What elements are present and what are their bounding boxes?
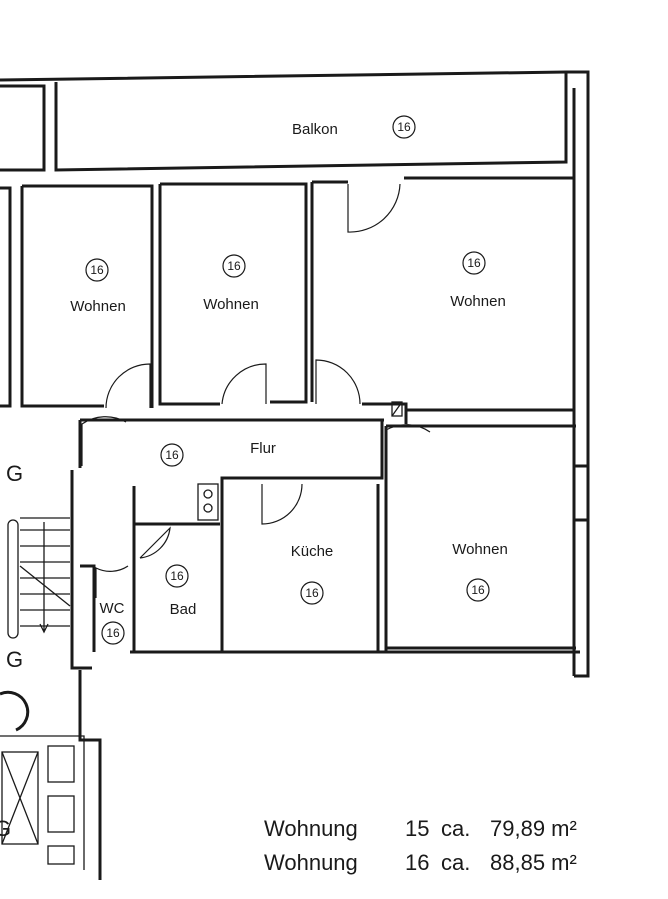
stair-label: G — [6, 461, 23, 486]
room-label: Wohnen — [452, 541, 508, 558]
stair-label: G — [0, 816, 11, 841]
room-wohnen-3: 16 Wohnen — [450, 251, 506, 310]
svg-text:16: 16 — [397, 120, 411, 134]
upper-room-walls — [0, 176, 576, 424]
unit-badge: 16 — [222, 254, 246, 278]
lower-left-block — [0, 670, 102, 880]
svg-text:16: 16 — [471, 583, 485, 597]
svg-text:16: 16 — [467, 256, 481, 270]
unit-badge: 16 — [160, 443, 184, 467]
room-bad: 16 Bad — [165, 564, 197, 618]
svg-text:Wohnung: Wohnung — [264, 850, 358, 875]
room-label: Flur — [250, 440, 276, 457]
room-label: Wohnen — [203, 296, 259, 313]
lower-room-walls — [70, 418, 580, 670]
room-flur: 16 Flur — [160, 440, 276, 467]
room-balkon: Balkon 16 — [292, 115, 416, 139]
room-kueche: Küche 16 — [291, 543, 334, 605]
unit-badge: 16 — [85, 258, 109, 282]
svg-text:ca.: ca. — [441, 816, 470, 841]
svg-text:16: 16 — [305, 586, 319, 600]
svg-text:15: 15 — [405, 816, 429, 841]
room-wohnen-2: 16 Wohnen — [203, 254, 259, 313]
svg-text:16: 16 — [90, 263, 104, 277]
svg-text:16: 16 — [405, 850, 429, 875]
unit-badge: 16 — [466, 578, 490, 602]
svg-text:88,85 m²: 88,85 m² — [490, 850, 577, 875]
svg-text:ca.: ca. — [441, 850, 470, 875]
staircase — [7, 517, 71, 639]
area-line-15: Wohnung 15 ca. 79,89 m² — [264, 816, 577, 841]
room-label: Wohnen — [70, 298, 126, 315]
svg-text:16: 16 — [106, 626, 120, 640]
room-wohnen-1: 16 Wohnen — [70, 258, 126, 315]
room-label: WC — [100, 600, 125, 617]
room-wohnen-4: Wohnen 16 — [452, 541, 508, 602]
svg-text:16: 16 — [227, 259, 241, 273]
area-line-16: Wohnung 16 ca. 88,85 m² — [264, 850, 577, 875]
unit-badge: 16 — [101, 621, 125, 645]
room-wc: WC 16 — [100, 600, 125, 645]
room-label: Küche — [291, 543, 334, 560]
area-summary: Wohnung 15 ca. 79,89 m² Wohnung 16 ca. 8… — [264, 816, 577, 875]
svg-text:16: 16 — [165, 448, 179, 462]
unit-badge: 16 — [392, 115, 416, 139]
unit-badge: 16 — [462, 251, 486, 275]
room-label: Wohnen — [450, 293, 506, 310]
room-label: Bad — [170, 601, 197, 618]
svg-text:16: 16 — [170, 569, 184, 583]
doors — [81, 183, 431, 598]
unit-badge: 16 — [165, 564, 189, 588]
unit-badge: 16 — [300, 581, 324, 605]
room-label: Balkon — [292, 121, 338, 138]
svg-text:79,89 m²: 79,89 m² — [490, 816, 577, 841]
outer-walls — [0, 70, 590, 678]
stair-label: G — [6, 647, 23, 672]
svg-text:Wohnung: Wohnung — [264, 816, 358, 841]
